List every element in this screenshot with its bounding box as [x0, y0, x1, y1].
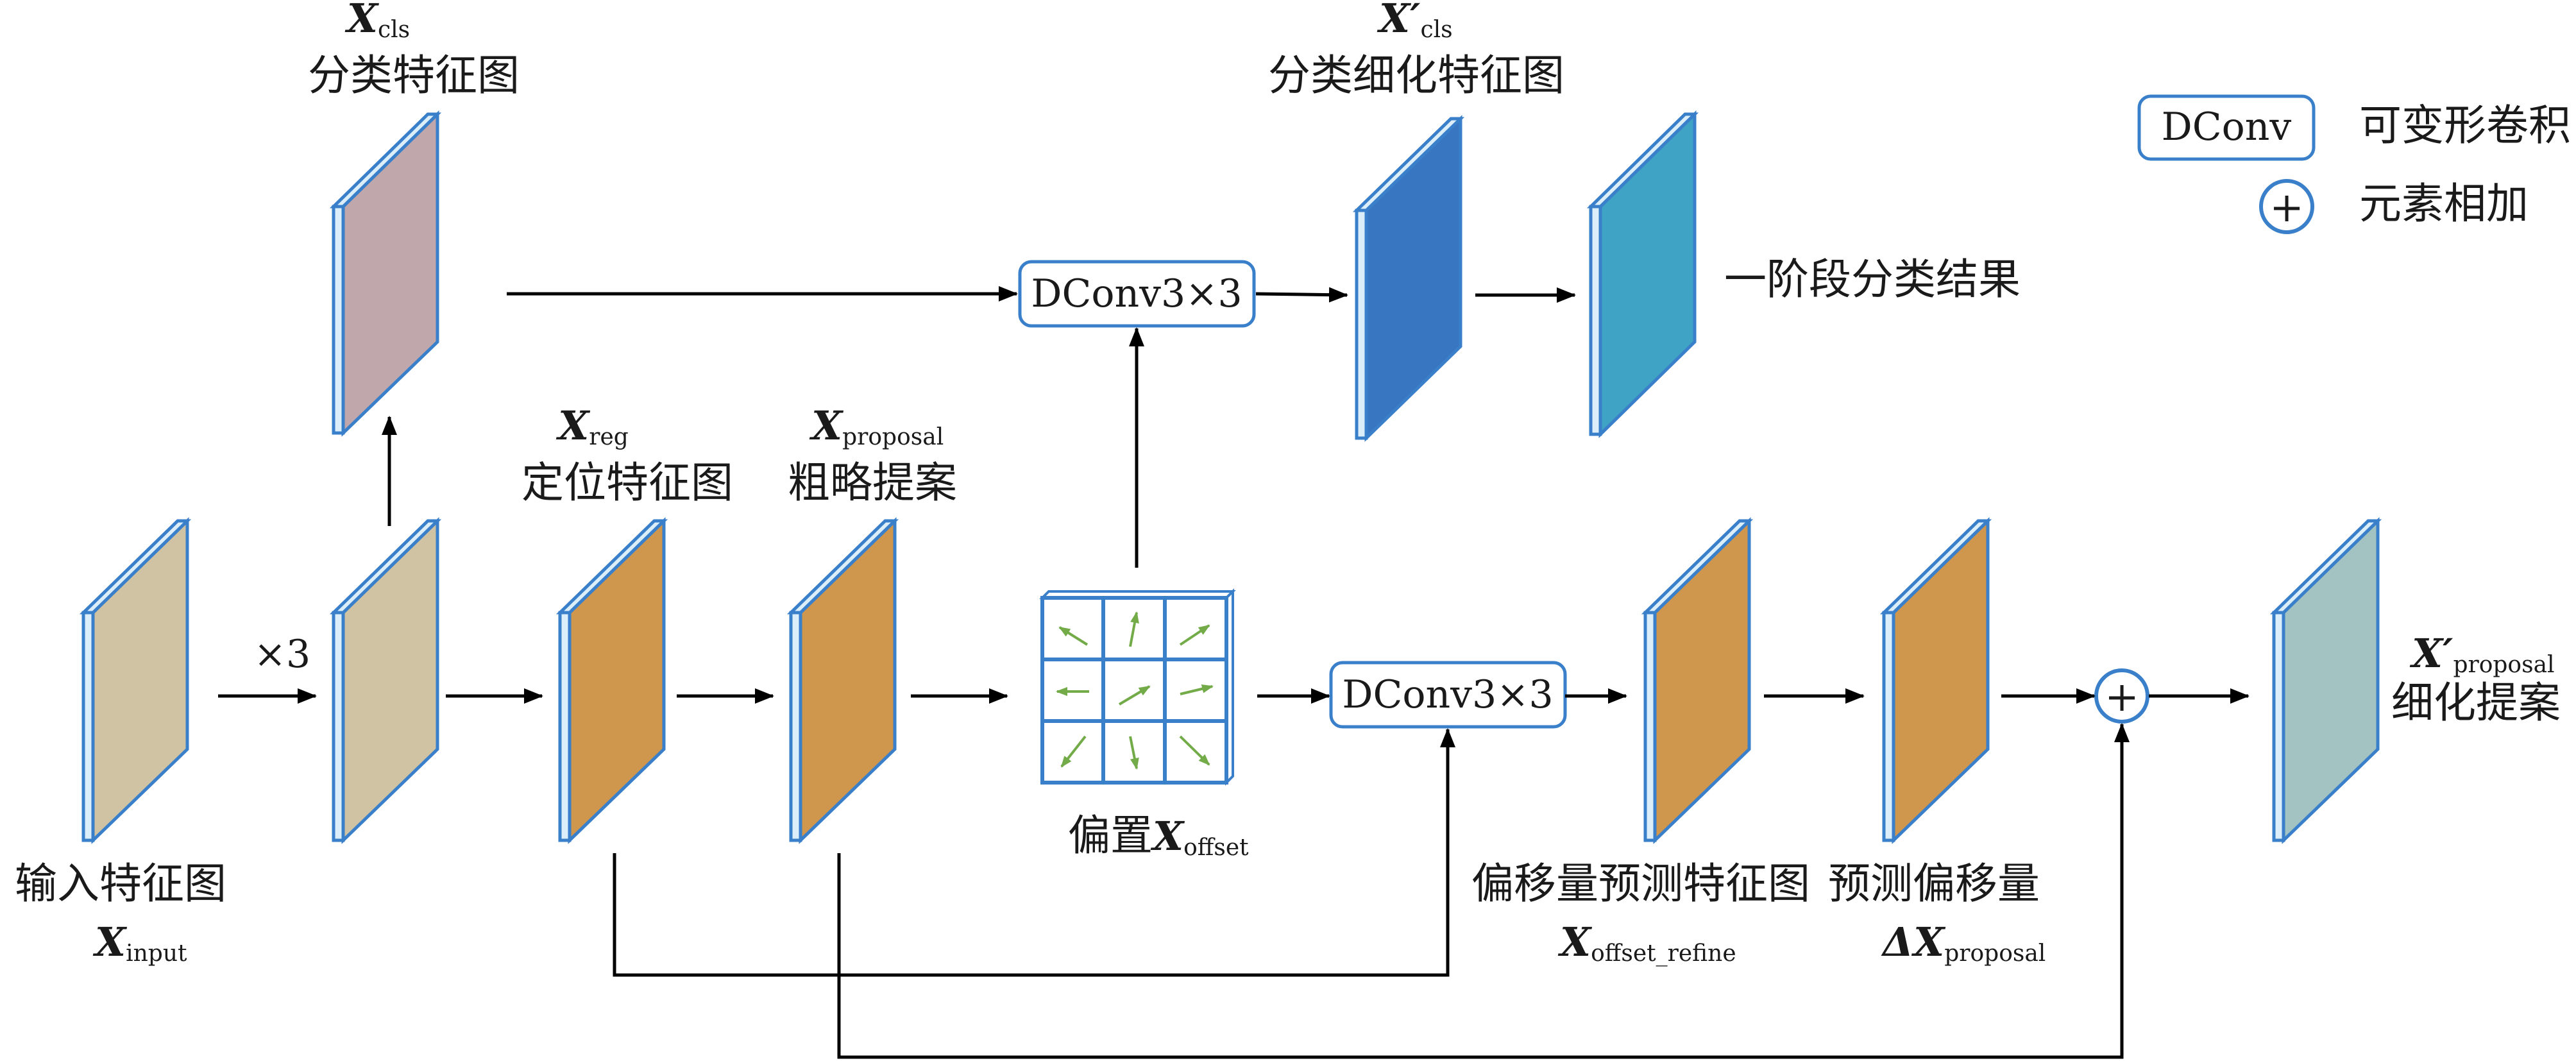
offset-label: 偏置Xoffset	[1068, 811, 1249, 861]
input-label-cn: 输入特征图	[15, 859, 226, 908]
stage1-result-label: 一阶段分类结果	[1724, 255, 2021, 304]
proposal-label-cn: 粗略提案	[788, 458, 957, 507]
times3-label: ×3	[254, 632, 310, 677]
legend-add-symbol: +	[2269, 184, 2304, 232]
flow-arrows	[218, 286, 2250, 1059]
stage1-result-map	[1586, 110, 1699, 438]
offset-arrows	[1056, 611, 1214, 770]
input-feature-map	[79, 517, 192, 844]
input-var: Xinput	[92, 919, 187, 967]
reg-label-cn: 定位特征图	[521, 458, 733, 507]
offset-pred-label-cn: 偏移量预测特征图	[1471, 859, 1810, 908]
offset-grid	[1039, 588, 1236, 786]
pred-offset-feature-map	[1879, 517, 1992, 844]
legend-dconv: DConv 可变形卷积	[2137, 94, 2571, 161]
legend-add-desc: 元素相加	[2359, 179, 2529, 228]
legend-dconv-desc: 可变形卷积	[2359, 101, 2571, 150]
dconv-top-block: DConv3×3	[1018, 260, 1256, 328]
cls-label-cn: 分类特征图	[308, 51, 520, 100]
offset-refine-var: Xoffset_refine	[1557, 919, 1736, 967]
reg-feature-map	[555, 517, 668, 844]
dconv-bottom-label: DConv3×3	[1342, 672, 1553, 717]
refined-label-cn: 细化提案	[2391, 678, 2561, 727]
reg-var: Xreg	[555, 402, 629, 450]
dconv-top-label: DConv3×3	[1031, 271, 1242, 316]
cls-feature-map	[329, 110, 442, 437]
proposal-feature-map	[786, 517, 899, 844]
proposal-var: Xproposal	[809, 402, 944, 450]
element-add-symbol: +	[2105, 674, 2139, 721]
pred-offset-label-cn: 预测偏移量	[1828, 859, 2040, 908]
shared-feature-map	[329, 517, 442, 844]
delta-var: ΔXproposal	[1881, 919, 2046, 967]
refined-var: X′proposal	[2409, 630, 2555, 678]
legend-add: + 元素相加	[2259, 179, 2529, 234]
element-add-node: +	[2094, 668, 2149, 724]
refined-proposal-map	[2269, 517, 2382, 844]
offset-pred-feature-map	[1641, 517, 1754, 844]
cls-var: Xcls	[344, 0, 410, 43]
cls-refined-var: X′cls	[1377, 0, 1453, 43]
cls-refined-feature-map	[1352, 115, 1465, 442]
cls-refined-label-cn: 分类细化特征图	[1268, 51, 1564, 100]
legend-dconv-label: DConv	[2162, 105, 2292, 149]
legend: DConv 可变形卷积 + 元素相加	[2137, 94, 2571, 234]
dconv-bottom-block: DConv3×3	[1329, 661, 1567, 729]
